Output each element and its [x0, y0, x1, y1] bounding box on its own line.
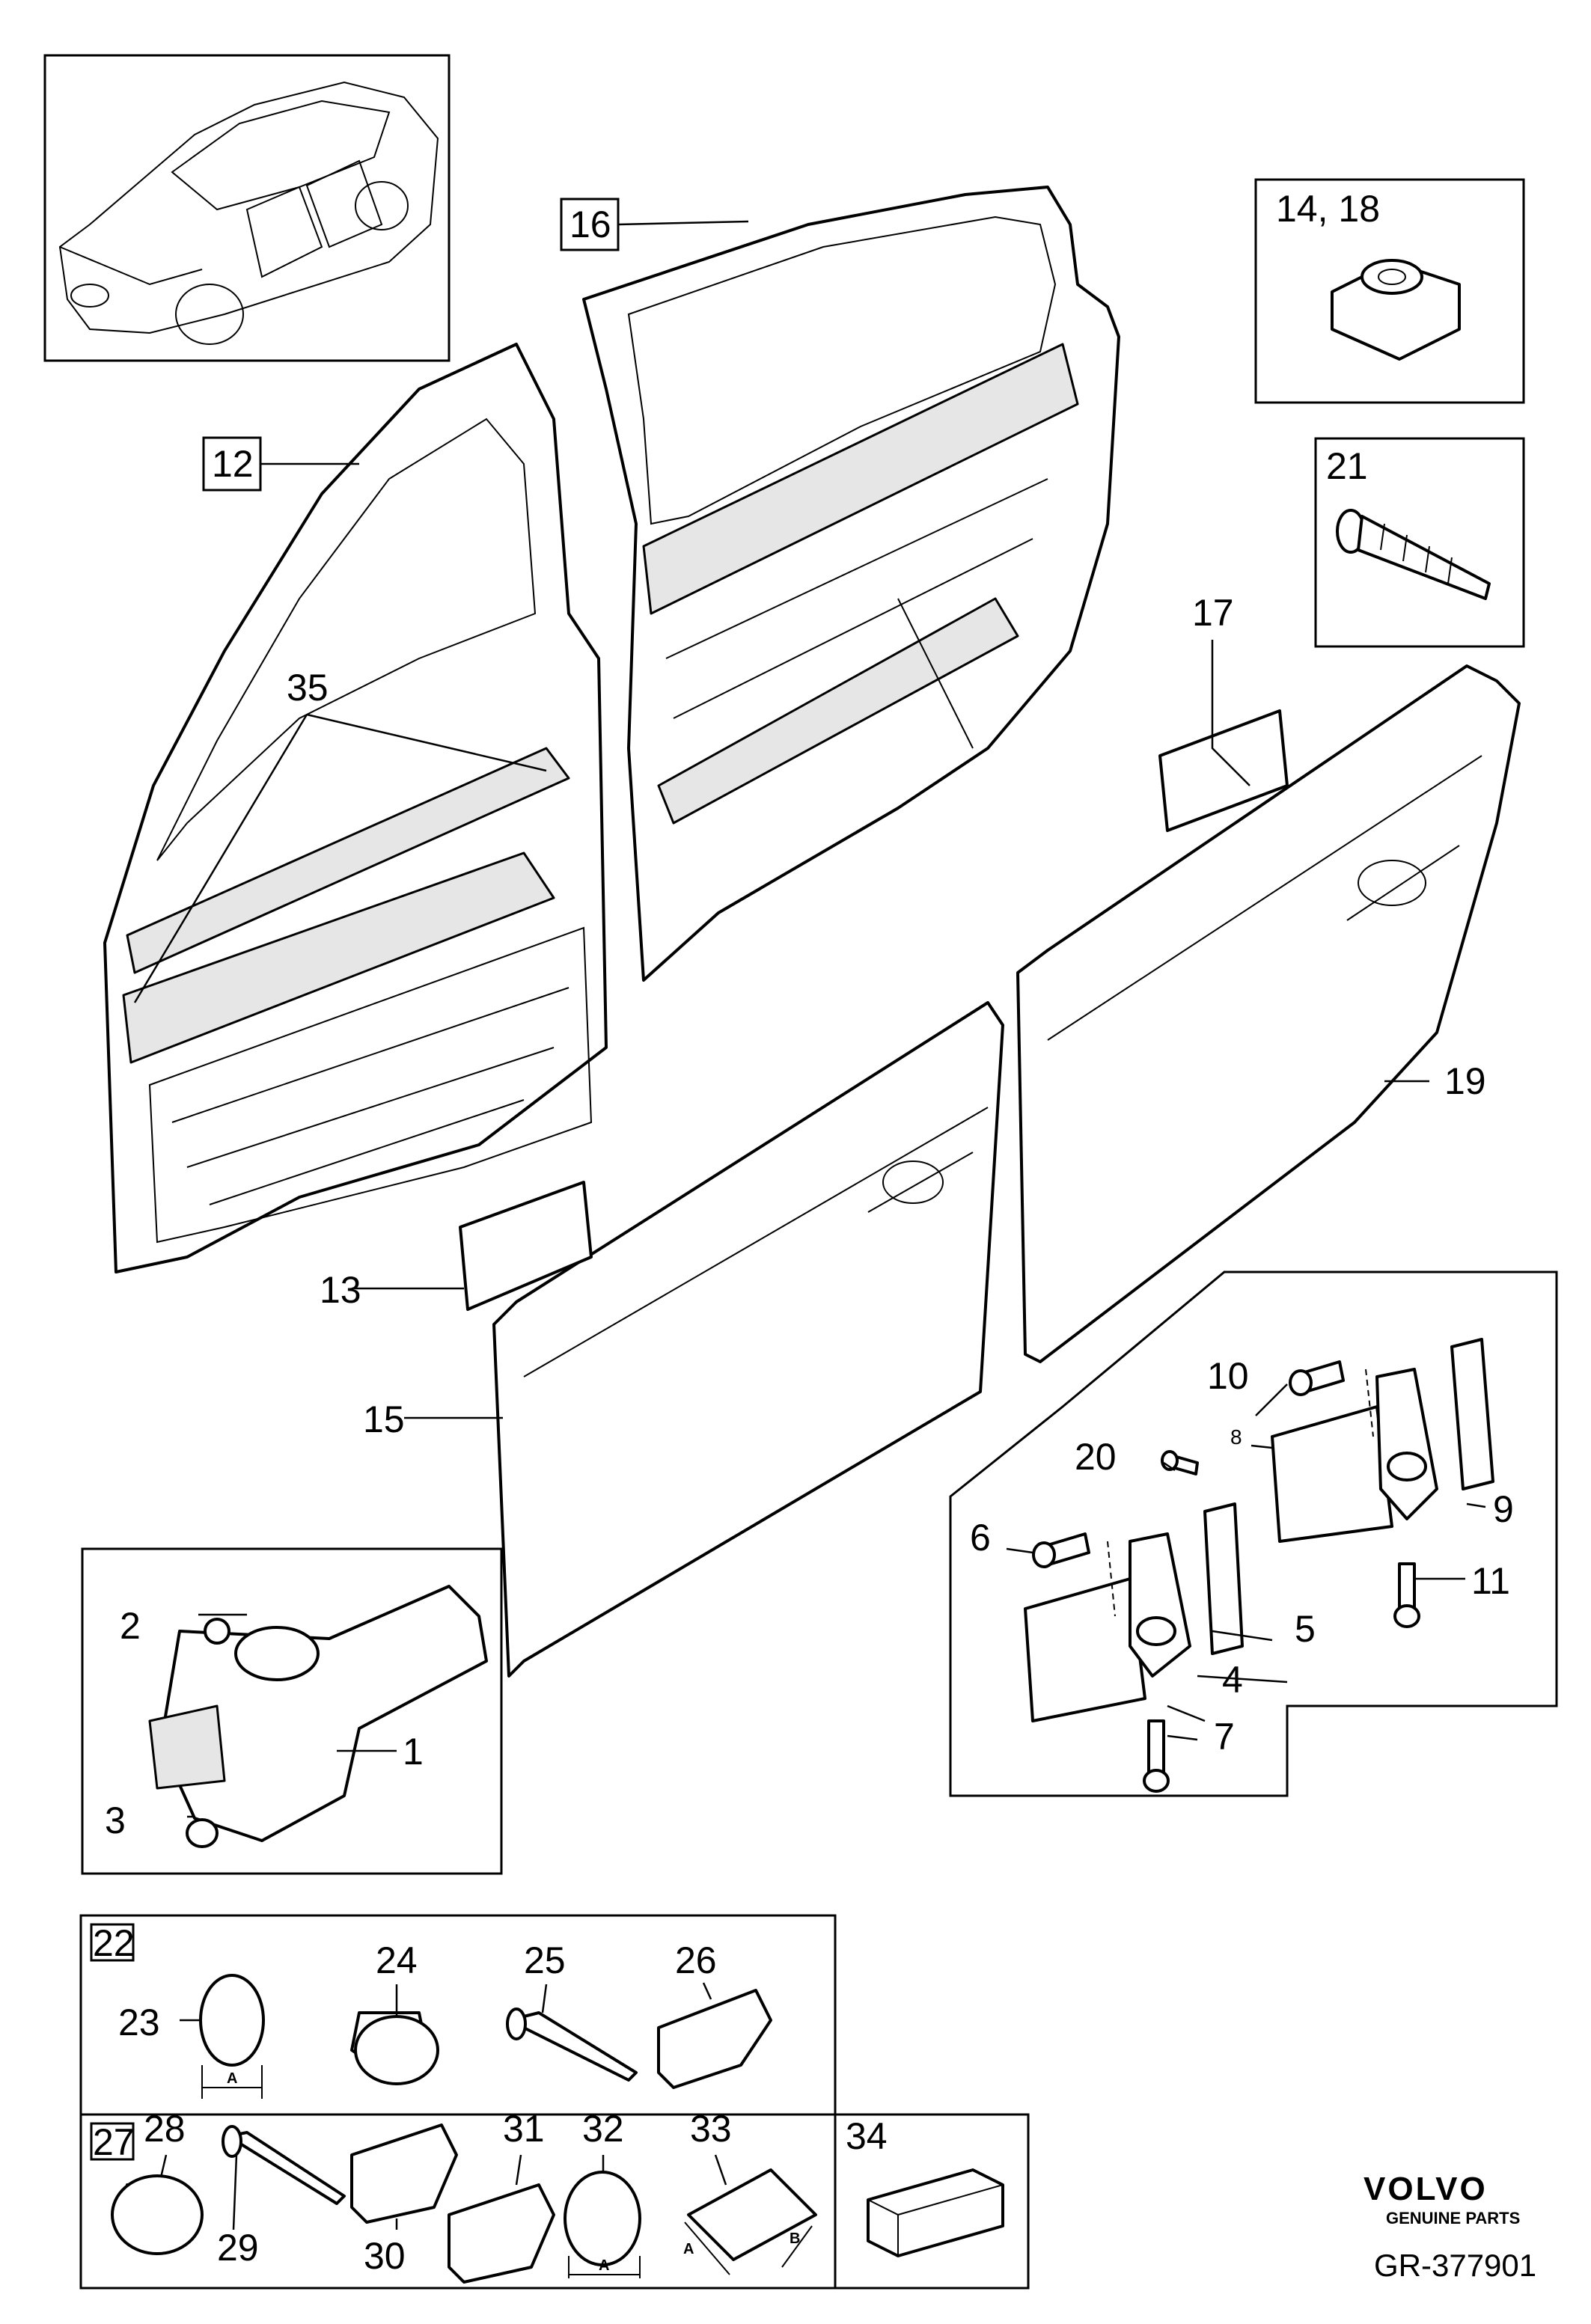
callout-box-12 — [202, 436, 262, 492]
fasteners-box-22 — [79, 1914, 837, 2116]
callout-26: 26 — [675, 1939, 717, 1981]
callout-8: 8 — [1230, 1425, 1242, 1449]
callout-2: 2 — [120, 1605, 141, 1647]
callout-28: 28 — [144, 2108, 186, 2150]
dim-b-33: B — [790, 2230, 800, 2247]
callout-12: 12 — [212, 443, 254, 485]
callout-35: 35 — [287, 667, 329, 709]
callout-box-22 — [90, 1923, 135, 1962]
front-door-frame — [103, 343, 608, 1273]
callout-22: 22 — [93, 1922, 135, 1964]
callout-17: 17 — [1192, 592, 1234, 634]
callout-14-18: 14, 18 — [1276, 188, 1380, 230]
callout-23: 23 — [118, 2002, 160, 2043]
callout-1: 1 — [403, 1731, 424, 1773]
callout-11: 11 — [1471, 1560, 1510, 1602]
callout-21: 21 — [1326, 445, 1368, 487]
callout-labels: 12 16 35 13 15 17 19 14, 18 21 2 1 3 10 … — [90, 188, 1514, 2277]
vehicle-overview-thumbnail — [43, 54, 451, 362]
dim-a-33: A — [683, 2241, 694, 2257]
callout-20: 20 — [1075, 1436, 1117, 1478]
dim-a-23: A — [227, 2070, 237, 2087]
callout-30: 30 — [364, 2235, 406, 2277]
label-sticker-13 — [459, 1181, 593, 1311]
callout-4: 4 — [1222, 1659, 1243, 1701]
callout-32: 32 — [582, 2108, 624, 2150]
callout-27: 27 — [93, 2121, 135, 2163]
callout-29: 29 — [217, 2227, 259, 2269]
callout-box-27 — [90, 2122, 135, 2161]
nut-part-box — [1254, 178, 1525, 404]
leader-lines — [133, 220, 1486, 2230]
callout-25: 25 — [524, 1939, 566, 1981]
hinge-assembly-box — [949, 1270, 1558, 1797]
diagram-id: GR-377901 — [1374, 2248, 1536, 2283]
volvo-logo: VOLVO — [1364, 2171, 1488, 2207]
fasteners-box-27 — [79, 2113, 1030, 2290]
callout-34: 34 — [846, 2115, 888, 2157]
dim-a-32: A — [599, 2257, 609, 2274]
callout-33: 33 — [690, 2108, 732, 2150]
callout-3: 3 — [105, 1799, 126, 1841]
rear-door-outer-panel — [1016, 664, 1521, 1363]
dimension-letters: A A A B — [227, 2070, 800, 2274]
callout-16: 16 — [569, 204, 611, 245]
callout-19: 19 — [1444, 1060, 1486, 1102]
door-check-box — [81, 1547, 503, 1875]
rear-door-frame — [582, 186, 1120, 982]
callout-7: 7 — [1214, 1716, 1235, 1758]
front-door-outer-panel — [492, 1001, 1004, 1678]
callout-box-16 — [560, 198, 620, 251]
callout-5: 5 — [1295, 1608, 1316, 1650]
callout-15: 15 — [363, 1398, 405, 1440]
callout-10: 10 — [1207, 1355, 1249, 1397]
callout-6: 6 — [970, 1517, 991, 1559]
volvo-branding: VOLVO GENUINE PARTS GR-377901 — [1364, 2171, 1536, 2283]
callout-31: 31 — [503, 2108, 545, 2150]
box-34 — [834, 2113, 1030, 2290]
callout-24: 24 — [376, 1939, 418, 1981]
screw-part-box — [1314, 437, 1525, 648]
label-sticker-17 — [1158, 709, 1289, 832]
callout-9: 9 — [1493, 1488, 1514, 1530]
genuine-parts-tagline: GENUINE PARTS — [1386, 2209, 1520, 2227]
callout-13: 13 — [320, 1269, 361, 1311]
